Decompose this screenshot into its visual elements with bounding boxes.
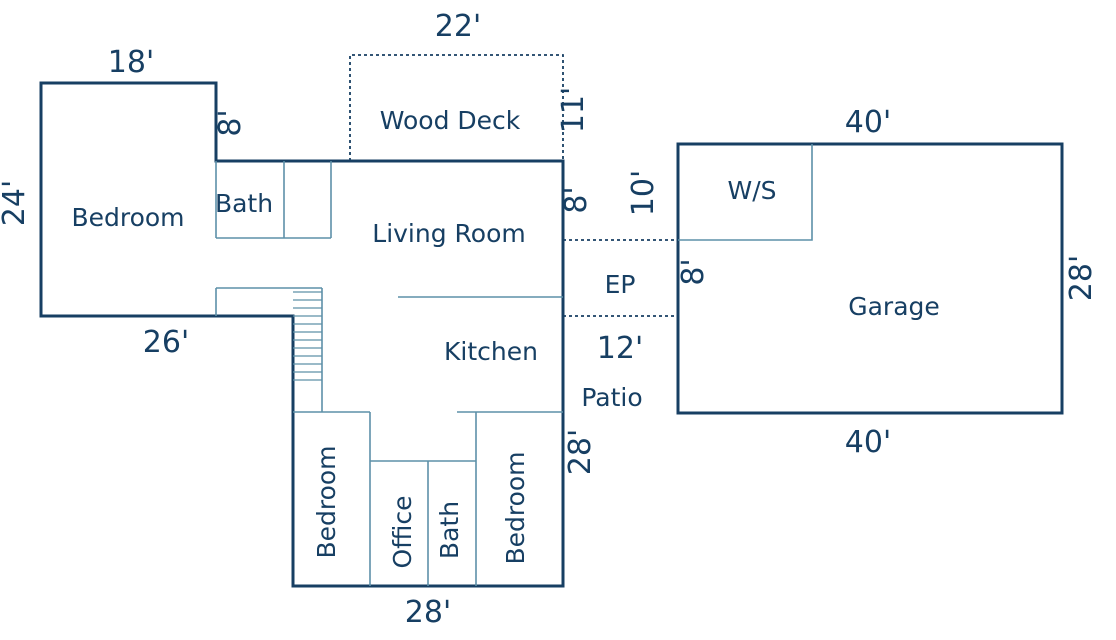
dim-ws-height: 10' [626, 170, 661, 216]
dim-garage-width-top: 40' [845, 105, 891, 140]
dim-south-wing-width: 28' [405, 595, 451, 630]
room-label-ws: W/S [727, 176, 776, 205]
south-wing-partitions [293, 411, 563, 586]
ws-partition [678, 144, 813, 241]
dim-south-wing-depth: 28' [563, 429, 598, 475]
room-label-patio: Patio [581, 383, 642, 412]
dim-patio-width: 12' [597, 331, 643, 366]
room-label-garage: Garage [848, 292, 940, 321]
room-label-wood-deck: Wood Deck [380, 106, 521, 135]
hall-closet [215, 287, 322, 316]
wood-deck-outline [349, 54, 564, 161]
room-label-bath-south: Bath [435, 501, 464, 559]
dim-left-wing-width: 18' [108, 45, 154, 80]
garage-wall [676, 142, 1064, 415]
bath-top-partition [215, 161, 332, 239]
room-label-living-room: Living Room [372, 219, 525, 248]
room-label-kitchen: Kitchen [444, 337, 538, 366]
room-label-bath-top: Bath [215, 189, 273, 218]
stairs [293, 288, 323, 412]
dim-garage-depth: 28' [1064, 255, 1099, 301]
dim-left-wing-bottom: 26' [143, 325, 189, 360]
room-label-office: Office [388, 496, 417, 569]
house-exterior-wall [39, 81, 565, 588]
room-label-bedroom-south-left: Bedroom [312, 445, 341, 558]
dim-left-wing-depth: 24' [0, 180, 32, 226]
room-label-bedroom-left: Bedroom [71, 203, 184, 232]
room-label-bedroom-south-right: Bedroom [501, 451, 530, 564]
dim-deck-depth: 11' [556, 87, 591, 133]
dim-garage-width-bottom: 40' [845, 425, 891, 460]
dim-wood-deck-width: 22' [435, 9, 481, 44]
dim-living-right-upper: 8' [559, 186, 594, 213]
dim-ep-span: 8' [676, 258, 711, 285]
dim-wing-step: 8' [213, 109, 248, 136]
room-label-ep: EP [605, 270, 636, 299]
